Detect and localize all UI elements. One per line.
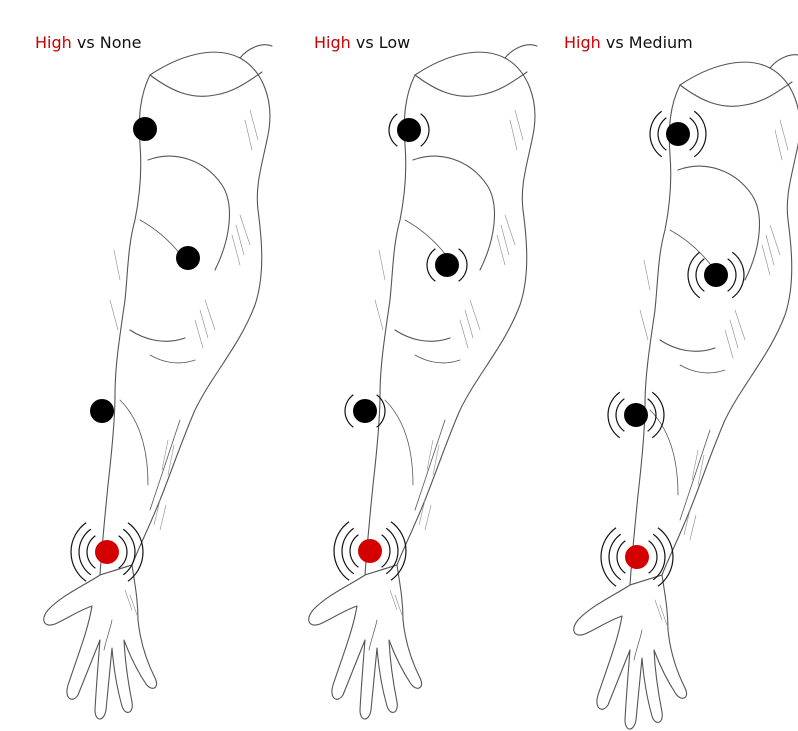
arm-sketch-medium: [574, 55, 798, 729]
high-site-wrist: [625, 545, 649, 569]
comparison-site-shoulder: [133, 117, 157, 141]
vibration-ring-shoulder-left: [389, 114, 397, 147]
vibration-ring-wrist-left: [87, 536, 95, 569]
vibration-ring-shoulder-left: [650, 111, 662, 157]
comparison-site-elbow: [624, 403, 648, 427]
vibration-ring-elbow-left: [616, 399, 624, 432]
vibration-ring-wrist-left: [342, 528, 354, 574]
high-site-wrist: [95, 540, 119, 564]
vibration-ring-wrist-left: [79, 529, 91, 575]
vibration-ring-wrist-left: [350, 535, 358, 568]
comparison-site-elbow: [353, 399, 377, 423]
comparison-site-upper-arm: [704, 263, 728, 287]
vibration-ring-shoulder-left: [658, 118, 666, 151]
vibration-ring-wrist-left: [617, 541, 625, 574]
vibration-ring-elbow-left: [608, 392, 620, 438]
comparison-site-shoulder: [397, 118, 421, 142]
comparison-site-upper-arm: [435, 253, 459, 277]
high-site-wrist: [358, 539, 382, 563]
comparison-site-elbow: [90, 399, 114, 423]
vibration-ring-elbow-left: [345, 395, 353, 428]
comparison-site-shoulder: [666, 122, 690, 146]
arm-sketch-none: [44, 45, 272, 719]
comparison-site-upper-arm: [176, 246, 200, 270]
vibration-ring-wrist-left: [609, 534, 621, 580]
arm-sketch-low: [309, 45, 537, 719]
